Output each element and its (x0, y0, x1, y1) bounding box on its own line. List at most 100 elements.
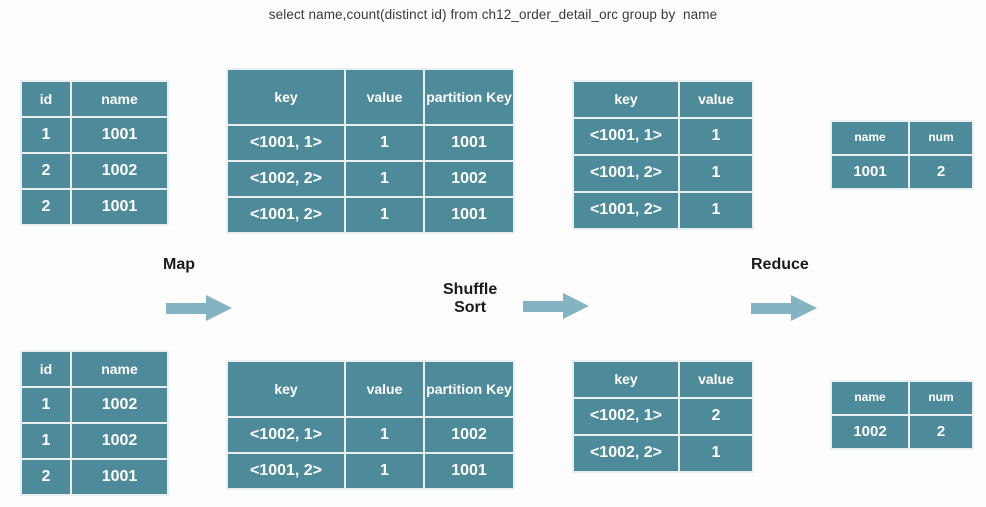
table-cell: 1002 (425, 418, 513, 452)
table-row: <1002, 1>2 (574, 399, 752, 434)
table-cell: 1002 (425, 162, 513, 196)
table-cell: 1001 (425, 198, 513, 232)
table-cell: <1001, 2> (574, 156, 678, 191)
table-cell: 1 (346, 126, 423, 160)
sql-query-title: select name,count(distinct id) from ch12… (268, 7, 718, 22)
column-header: name (72, 82, 167, 116)
column-header: key (228, 70, 344, 124)
column-header: key (574, 82, 678, 117)
table-cell: 2 (680, 399, 752, 434)
table-cell: 1 (346, 418, 423, 452)
stage-label-shuffle-sort: Shuffle Sort (443, 281, 498, 317)
column-header: name (832, 122, 908, 154)
table-row: <1001, 1>1 (574, 119, 752, 154)
column-header: num (910, 382, 972, 414)
column-header: value (680, 362, 752, 397)
table-cell: 1002 (72, 424, 167, 458)
column-header: name (72, 352, 167, 386)
table-cell: <1002, 1> (574, 399, 678, 434)
table-cell: 1 (680, 156, 752, 191)
table-cell: 1001 (832, 156, 908, 188)
column-header: id (22, 352, 70, 386)
table-cell: 2 (910, 416, 972, 448)
arrow-shaft (523, 301, 565, 312)
table-row: <1001, 2>1 (574, 156, 752, 191)
table-cell: <1001, 2> (574, 193, 678, 228)
right-arrow-icon-map (166, 295, 232, 321)
arrow-head (206, 295, 232, 321)
table-cell: 1 (22, 118, 70, 152)
table-cell: 1002 (832, 416, 908, 448)
table-row: <1001, 2>1 (574, 193, 752, 228)
column-header: value (346, 70, 423, 124)
table-cell: 1001 (72, 190, 167, 224)
table-cell: 2 (22, 460, 70, 494)
table-cell: 1002 (72, 388, 167, 422)
arrow-shaft (751, 303, 793, 314)
table-cell: <1001, 2> (228, 198, 344, 232)
table-cell: 1 (22, 424, 70, 458)
column-header: id (22, 82, 70, 116)
table-cell: 1 (346, 454, 423, 488)
right-arrow-icon-reduce (751, 295, 817, 321)
table-cell: 1001 (72, 118, 167, 152)
table-cell: <1002, 2> (228, 162, 344, 196)
table-cell: <1002, 2> (574, 436, 678, 471)
table-cell: 1 (680, 193, 752, 228)
right-arrow-icon-shuffle (523, 293, 589, 319)
table-row: <1002, 2>1 (574, 436, 752, 471)
table-cell: 2 (22, 154, 70, 188)
arrow-head (791, 295, 817, 321)
stage-label-reduce: Reduce (751, 256, 809, 273)
column-header: name (832, 382, 908, 414)
arrow-shaft (166, 303, 208, 314)
table-cell: 1001 (425, 126, 513, 160)
table-cell: 1 (346, 198, 423, 232)
table-cell: <1001, 1> (574, 119, 678, 154)
column-header: key (228, 362, 344, 416)
table-cell: 1 (346, 162, 423, 196)
table-cell: 1 (680, 436, 752, 471)
table-cell: 2 (22, 190, 70, 224)
table-cell: 1002 (72, 154, 167, 188)
stage-label-map: Map (163, 256, 195, 273)
arrow-head (563, 293, 589, 319)
table-cell: 1 (22, 388, 70, 422)
table-cell: <1001, 1> (228, 126, 344, 160)
table-cell: 1001 (425, 454, 513, 488)
column-header: num (910, 122, 972, 154)
